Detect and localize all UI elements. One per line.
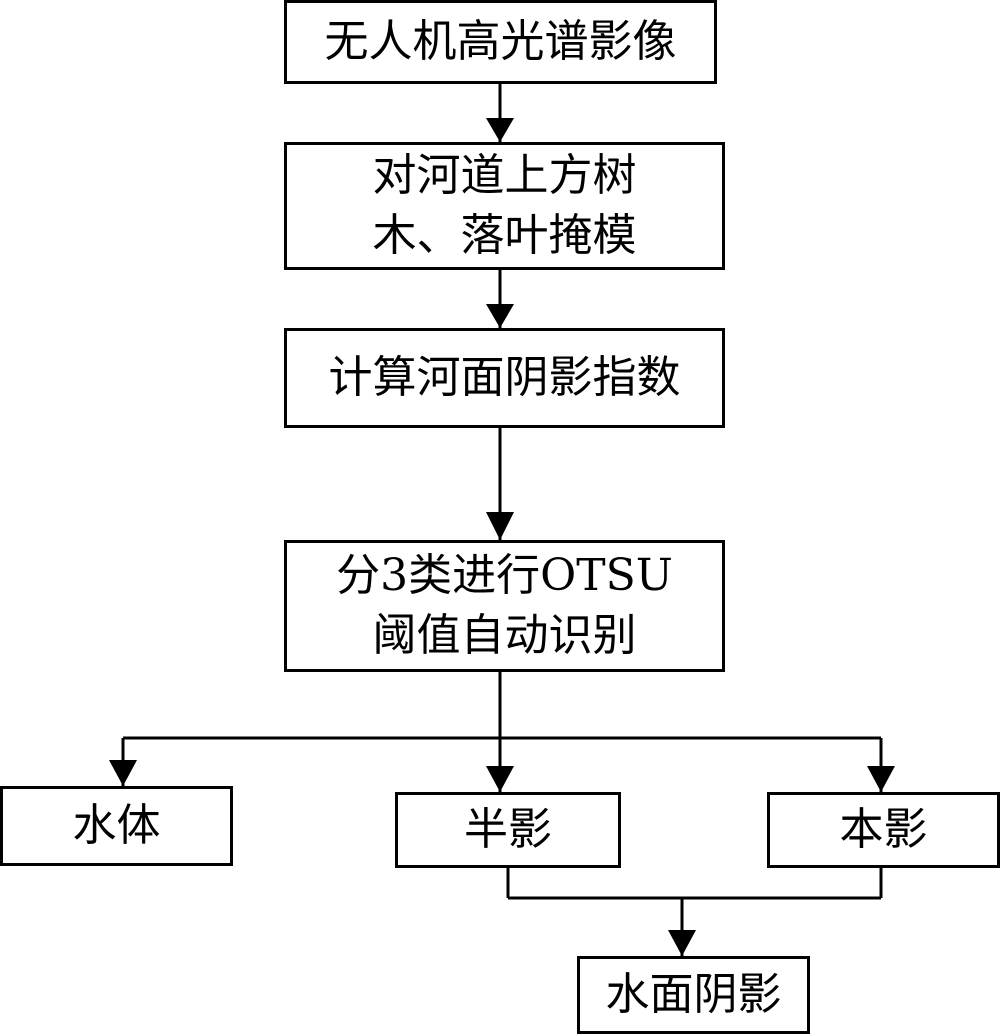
node-label-line: 无人机高光谱影像 (324, 16, 677, 67)
arrowhead-mask-to-index (486, 304, 514, 328)
node-umbra: 本影 (767, 792, 1000, 868)
node-water-surface-shadow: 水面阴影 (577, 956, 810, 1034)
node-uav-hyperspectral-image: 无人机高光谱影像 (284, 0, 717, 84)
arrowhead-uav-to-mask (486, 118, 514, 142)
node-water-body: 水体 (0, 786, 233, 866)
node-otsu-classification: 分3类进行OTSU 阈值自动识别 (284, 540, 725, 672)
node-label-line: 计算河面阴影指数 (328, 352, 681, 403)
node-canopy-litter-mask: 对河道上方树 木、落叶掩模 (284, 142, 725, 270)
arrowhead-index-to-otsu (486, 512, 514, 540)
node-label-line: 对河道上方树 (372, 150, 637, 201)
node-label-line: 水面阴影 (605, 969, 782, 1020)
arrowhead-otsu-to-umbra (867, 766, 895, 792)
arrowhead-otsu-to-penumbra (486, 766, 514, 792)
node-label-line: 水体 (72, 800, 161, 851)
node-label-line: 本影 (839, 804, 928, 855)
node-label-line: 木、落叶掩模 (372, 210, 637, 261)
node-penumbra: 半影 (395, 792, 621, 868)
arrowhead-otsu-to-water (109, 760, 137, 786)
node-label-line: 阈值自动识别 (372, 610, 637, 661)
node-label-line: 半影 (464, 804, 552, 855)
arrowhead-merge-to-water-shadow (668, 930, 696, 956)
node-label-line: 分3类进行OTSU (336, 550, 673, 601)
node-shadow-index: 计算河面阴影指数 (284, 328, 725, 428)
